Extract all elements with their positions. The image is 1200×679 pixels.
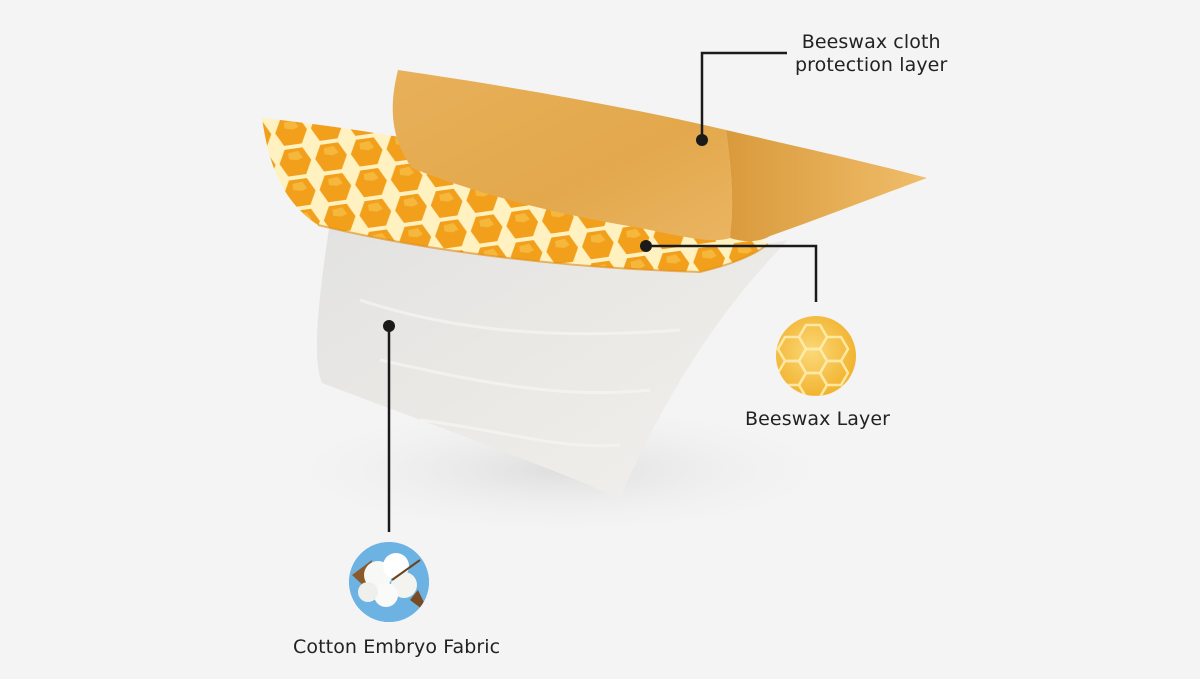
cotton-fabric-layer bbox=[316, 222, 788, 498]
cotton-boll-icon bbox=[349, 542, 429, 622]
beeswax-layer-label: Beeswax Layer bbox=[745, 408, 891, 430]
cotton-fabric-label: Cotton Embryo Fabric bbox=[293, 636, 501, 658]
leader-lines bbox=[387, 51, 818, 532]
protection-layer-curl bbox=[726, 130, 927, 242]
honeycomb-icon bbox=[776, 316, 856, 396]
protection-layer-label: Beeswax cloth protection layer bbox=[795, 31, 947, 77]
fabric-texture bbox=[359, 298, 681, 448]
protection-label-line1: Beeswax cloth bbox=[801, 31, 941, 53]
protection-layer-sheet bbox=[392, 70, 733, 241]
protection-label-line2: protection layer bbox=[795, 54, 948, 76]
beeswax-anchor-dot bbox=[640, 240, 652, 252]
protection-leader-line bbox=[700, 51, 787, 140]
beeswax-leader-line bbox=[646, 244, 818, 302]
cotton-anchor-dot bbox=[383, 320, 395, 332]
protection-anchor-dot bbox=[696, 134, 708, 146]
